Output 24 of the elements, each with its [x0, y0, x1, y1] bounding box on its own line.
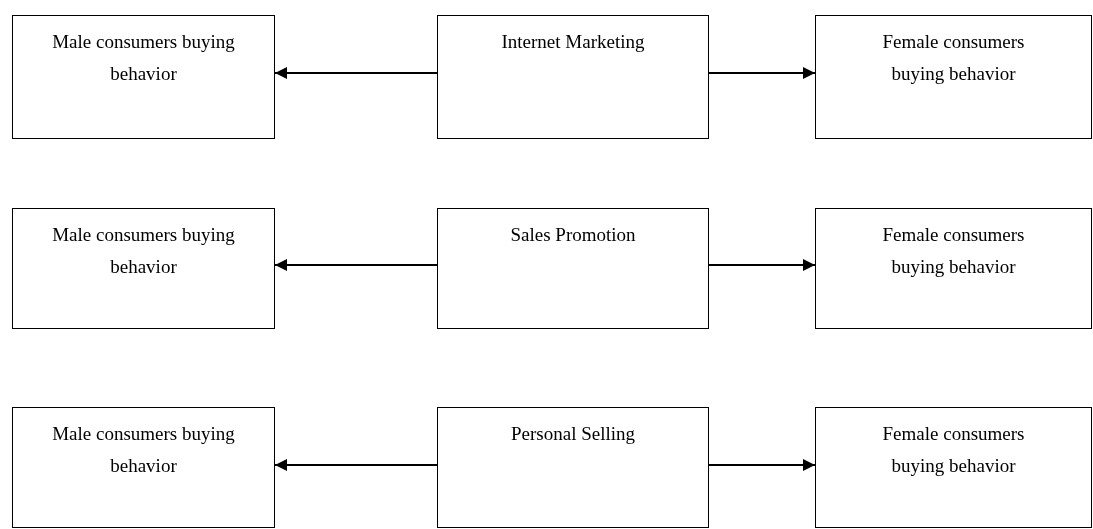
text-box — [437, 15, 709, 139]
text-box — [437, 208, 709, 329]
box-label: Male consumers buying behavior — [52, 423, 235, 476]
box-label: Sales Promotion — [510, 224, 636, 245]
box-label: Female consumers buying behavior — [882, 423, 1025, 476]
text-box — [815, 208, 1092, 329]
text-box — [815, 15, 1092, 139]
text-box — [12, 15, 275, 139]
text-box — [12, 208, 275, 329]
arrow — [274, 259, 438, 271]
box-label: Personal Selling — [511, 423, 635, 444]
arrow — [274, 67, 438, 79]
text-box — [437, 407, 709, 528]
arrow — [708, 67, 816, 79]
box-label: Female consumers buying behavior — [882, 224, 1025, 277]
arrow — [274, 459, 438, 471]
box-label: Male consumers buying behavior — [52, 224, 235, 277]
text-box — [815, 407, 1092, 528]
box-label: Internet Marketing — [501, 31, 645, 52]
box-label: Female consumers buying behavior — [882, 31, 1025, 84]
box-label: Male consumers buying behavior — [52, 31, 235, 84]
arrow — [708, 259, 816, 271]
arrow — [708, 459, 816, 471]
text-box — [12, 407, 275, 528]
